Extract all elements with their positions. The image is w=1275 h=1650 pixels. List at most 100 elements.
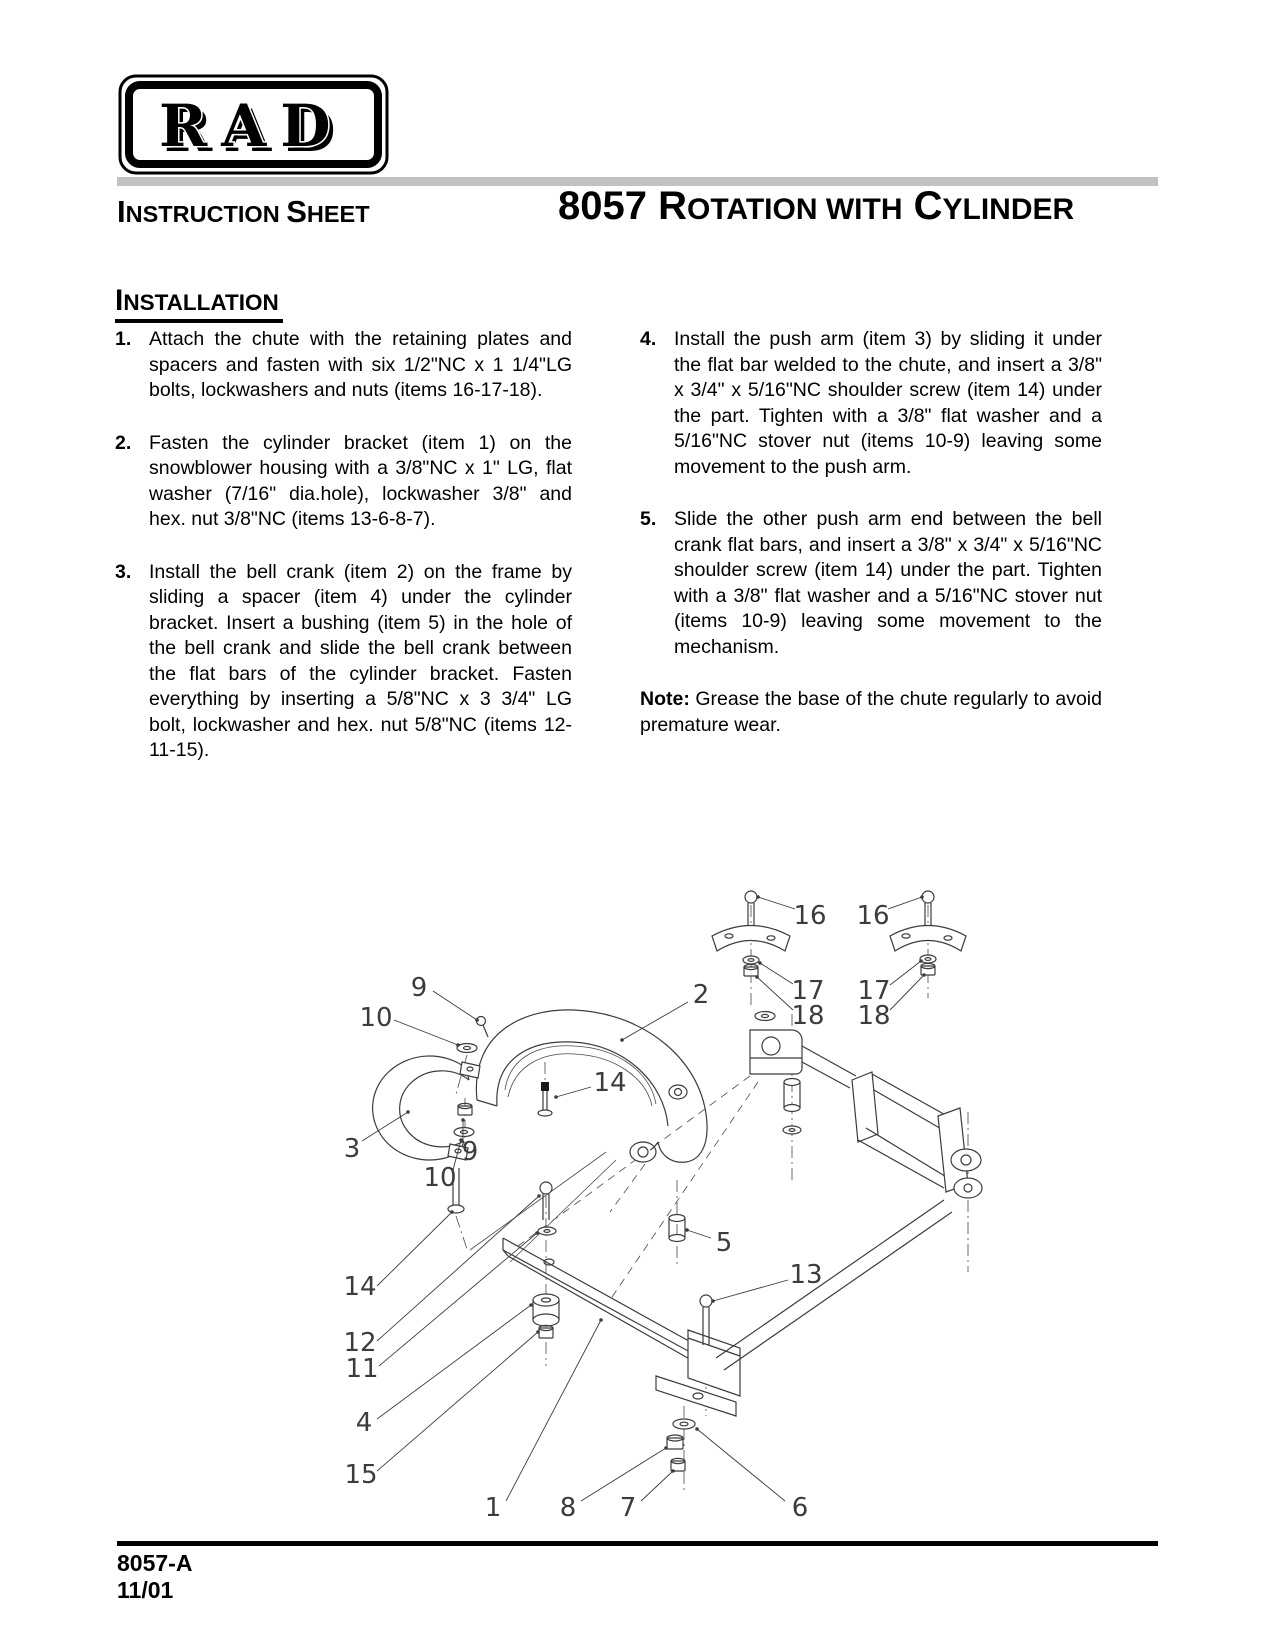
document-date: 11/01: [117, 1577, 174, 1603]
leader-endpoint: [758, 961, 762, 965]
part-number-label: 15: [344, 1460, 377, 1490]
part-number-label: 10: [359, 1003, 392, 1033]
leader-line: [580, 1447, 667, 1502]
leader-line: [889, 960, 922, 986]
leader-line: [378, 1232, 538, 1367]
part-number-label: 17: [857, 976, 890, 1006]
step-number: 3.: [115, 560, 132, 583]
grease-note: Note: Grease the base of the chute regul…: [640, 687, 1102, 738]
step-text: Fasten the cylinder bracket (item 1) on …: [149, 431, 572, 531]
leader-endpoint: [671, 1469, 675, 1473]
leader-endpoint: [537, 1194, 541, 1198]
logo-inner-border: [125, 81, 382, 168]
leader-line: [686, 1229, 712, 1239]
leader-line: [555, 1086, 592, 1098]
leader-endpoint: [755, 975, 759, 979]
step-4: 4. Install the push arm (item 3) by slid…: [640, 327, 1102, 480]
leader-endpoint: [664, 1446, 668, 1450]
title-left-segment: I: [117, 194, 126, 229]
leader-line: [756, 976, 794, 1011]
title-left-segment: HEET: [306, 201, 370, 227]
leader-endpoint: [456, 1043, 460, 1047]
leader-line: [376, 1211, 453, 1287]
leader-line: [505, 1319, 602, 1502]
leader-endpoint: [620, 1038, 624, 1042]
leader-endpoint: [536, 1330, 540, 1334]
title-right-segment: 8057 R: [558, 184, 687, 228]
step-number: 2.: [115, 431, 132, 454]
retaining-plate-group-right: [889, 890, 967, 976]
leader-line: [376, 1304, 532, 1420]
part-number-label: 16: [793, 901, 826, 931]
leader-line: [376, 1331, 539, 1472]
rad-logo: RAD RAD: [118, 74, 389, 175]
leader-line: [759, 962, 794, 985]
leader-endpoint: [685, 1228, 689, 1232]
step-5: 5. Slide the other push arm end between …: [640, 507, 1102, 660]
part-number-label: 8: [560, 1493, 577, 1523]
leader-line: [757, 896, 796, 910]
leader-line: [712, 1279, 789, 1302]
upper-small-hardware: [453, 1015, 553, 1138]
leader-line: [640, 1470, 674, 1502]
leader-endpoint: [450, 1210, 454, 1214]
leader-endpoint: [756, 895, 760, 899]
part-number-label: 14: [343, 1272, 376, 1302]
part-number-label: 12: [343, 1328, 376, 1358]
part-number-label: 9: [462, 1137, 479, 1167]
part-number-label: 3: [344, 1134, 361, 1164]
leader-line: [376, 1195, 540, 1342]
logo-text: RAD: [159, 92, 345, 160]
footer-rule: [117, 1541, 1158, 1546]
step-3: 3. Install the bell crank (item 2) on th…: [115, 560, 572, 764]
part-number-label: 7: [620, 1493, 637, 1523]
step-number: 4.: [640, 328, 657, 350]
steps-column-right: 4. Install the push arm (item 3) by slid…: [640, 327, 1102, 738]
leader-line: [887, 896, 923, 910]
step-number: 1.: [115, 328, 132, 350]
title-right-segment: C: [902, 184, 943, 228]
part-number-label: 10: [423, 1163, 456, 1193]
bushing-item-5: [668, 1213, 686, 1243]
part-number-label: 16: [856, 901, 889, 931]
part-number-label: 17: [791, 976, 824, 1006]
leader-endpoint: [920, 895, 924, 899]
leader-endpoint: [475, 1018, 479, 1022]
part-number-label: 2: [693, 980, 710, 1010]
lower-left-hardware: [447, 1168, 560, 1339]
step-text: Slide the other push arm end between the…: [674, 508, 1102, 658]
leader-endpoint: [711, 1299, 715, 1303]
title-right-segment: OTATION: [686, 193, 826, 226]
title-right-segment: WITH: [825, 193, 903, 226]
title-left-segment: S: [286, 194, 307, 229]
part-number-label: 6: [792, 1493, 809, 1523]
part-number-label: 11: [345, 1354, 378, 1384]
header-divider-bar: [117, 177, 1158, 186]
step-number: 5.: [640, 508, 657, 530]
logo-text-shadow: RAD: [164, 97, 350, 165]
part-number-label: 5: [716, 1228, 733, 1258]
leader-line: [361, 1111, 409, 1142]
part-number-label: 13: [789, 1260, 822, 1290]
part-number-label: 14: [593, 1068, 626, 1098]
leader-endpoint: [529, 1303, 533, 1307]
title-right-segment: YLINDER: [942, 193, 1075, 226]
leader-endpoint: [461, 1118, 465, 1122]
step-1: 1. Attach the chute with the retaining p…: [115, 327, 572, 404]
bell-crank-item-2: [475, 1009, 708, 1163]
leader-line: [452, 1139, 462, 1171]
part-number-label: 1: [485, 1493, 502, 1523]
step-text: Install the push arm (item 3) by sliding…: [674, 328, 1102, 478]
steps-column-left: 1. Attach the chute with the retaining p…: [115, 327, 572, 791]
bottom-fastener-stack: [666, 1294, 713, 1472]
leader-endpoint: [459, 1138, 463, 1142]
leader-endpoint: [554, 1095, 558, 1099]
section-heading-rest: NSTALLATION: [123, 290, 279, 315]
step-text: Install the bell crank (item 2) on the f…: [149, 560, 572, 762]
note-label: Note:: [640, 688, 690, 710]
leader-line: [393, 1019, 459, 1046]
leader-line: [432, 990, 478, 1021]
part-number-label: 4: [356, 1408, 373, 1438]
